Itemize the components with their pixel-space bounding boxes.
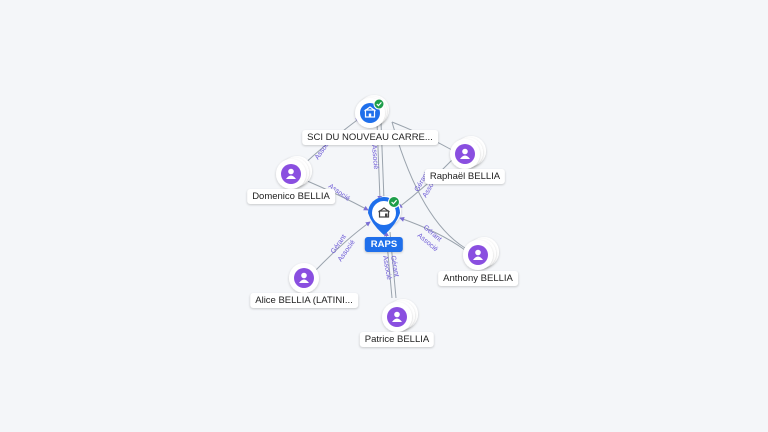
edge-domenico-raps — [304, 179, 369, 211]
building-icon — [378, 207, 390, 218]
node-label-raphael[interactable]: Raphaël BELLIA — [424, 169, 506, 184]
person-icon — [286, 168, 296, 179]
node-label-patrice[interactable]: Patrice BELLIA — [359, 332, 435, 347]
edge-label-sci-raps: Associé — [370, 145, 379, 170]
verified-icon — [388, 196, 400, 208]
node-anthony[interactable] — [463, 237, 499, 270]
node-raphael[interactable] — [450, 136, 486, 169]
person-icon — [392, 311, 402, 322]
node-raps[interactable] — [368, 196, 401, 235]
edge-raphael-raps — [397, 159, 453, 209]
verified-icon — [373, 98, 385, 110]
node-domenico[interactable] — [276, 156, 312, 189]
edge-anthony-raps — [399, 217, 466, 251]
node-label-anthony[interactable]: Anthony BELLIA — [438, 271, 518, 286]
node-alice[interactable] — [289, 263, 319, 293]
node-label-sci[interactable]: SCI DU NOUVEAU CARRE... — [302, 130, 438, 145]
edge-label-patrice-raps-1: Gérant — [389, 255, 400, 277]
node-patrice[interactable] — [382, 299, 418, 332]
edge-alice-raps — [313, 221, 371, 273]
node-label-domenico[interactable]: Domenico BELLIA — [247, 189, 335, 204]
person-icon — [460, 148, 470, 159]
edge-label-patrice-raps-2: Associé — [381, 255, 392, 280]
person-icon — [299, 272, 309, 283]
person-icon — [473, 249, 483, 260]
node-label-alice[interactable]: Alice BELLIA (LATINI... — [250, 293, 358, 308]
building-icon — [364, 106, 376, 118]
node-label-raps[interactable]: RAPS — [364, 237, 404, 252]
node-sci[interactable] — [355, 95, 389, 128]
